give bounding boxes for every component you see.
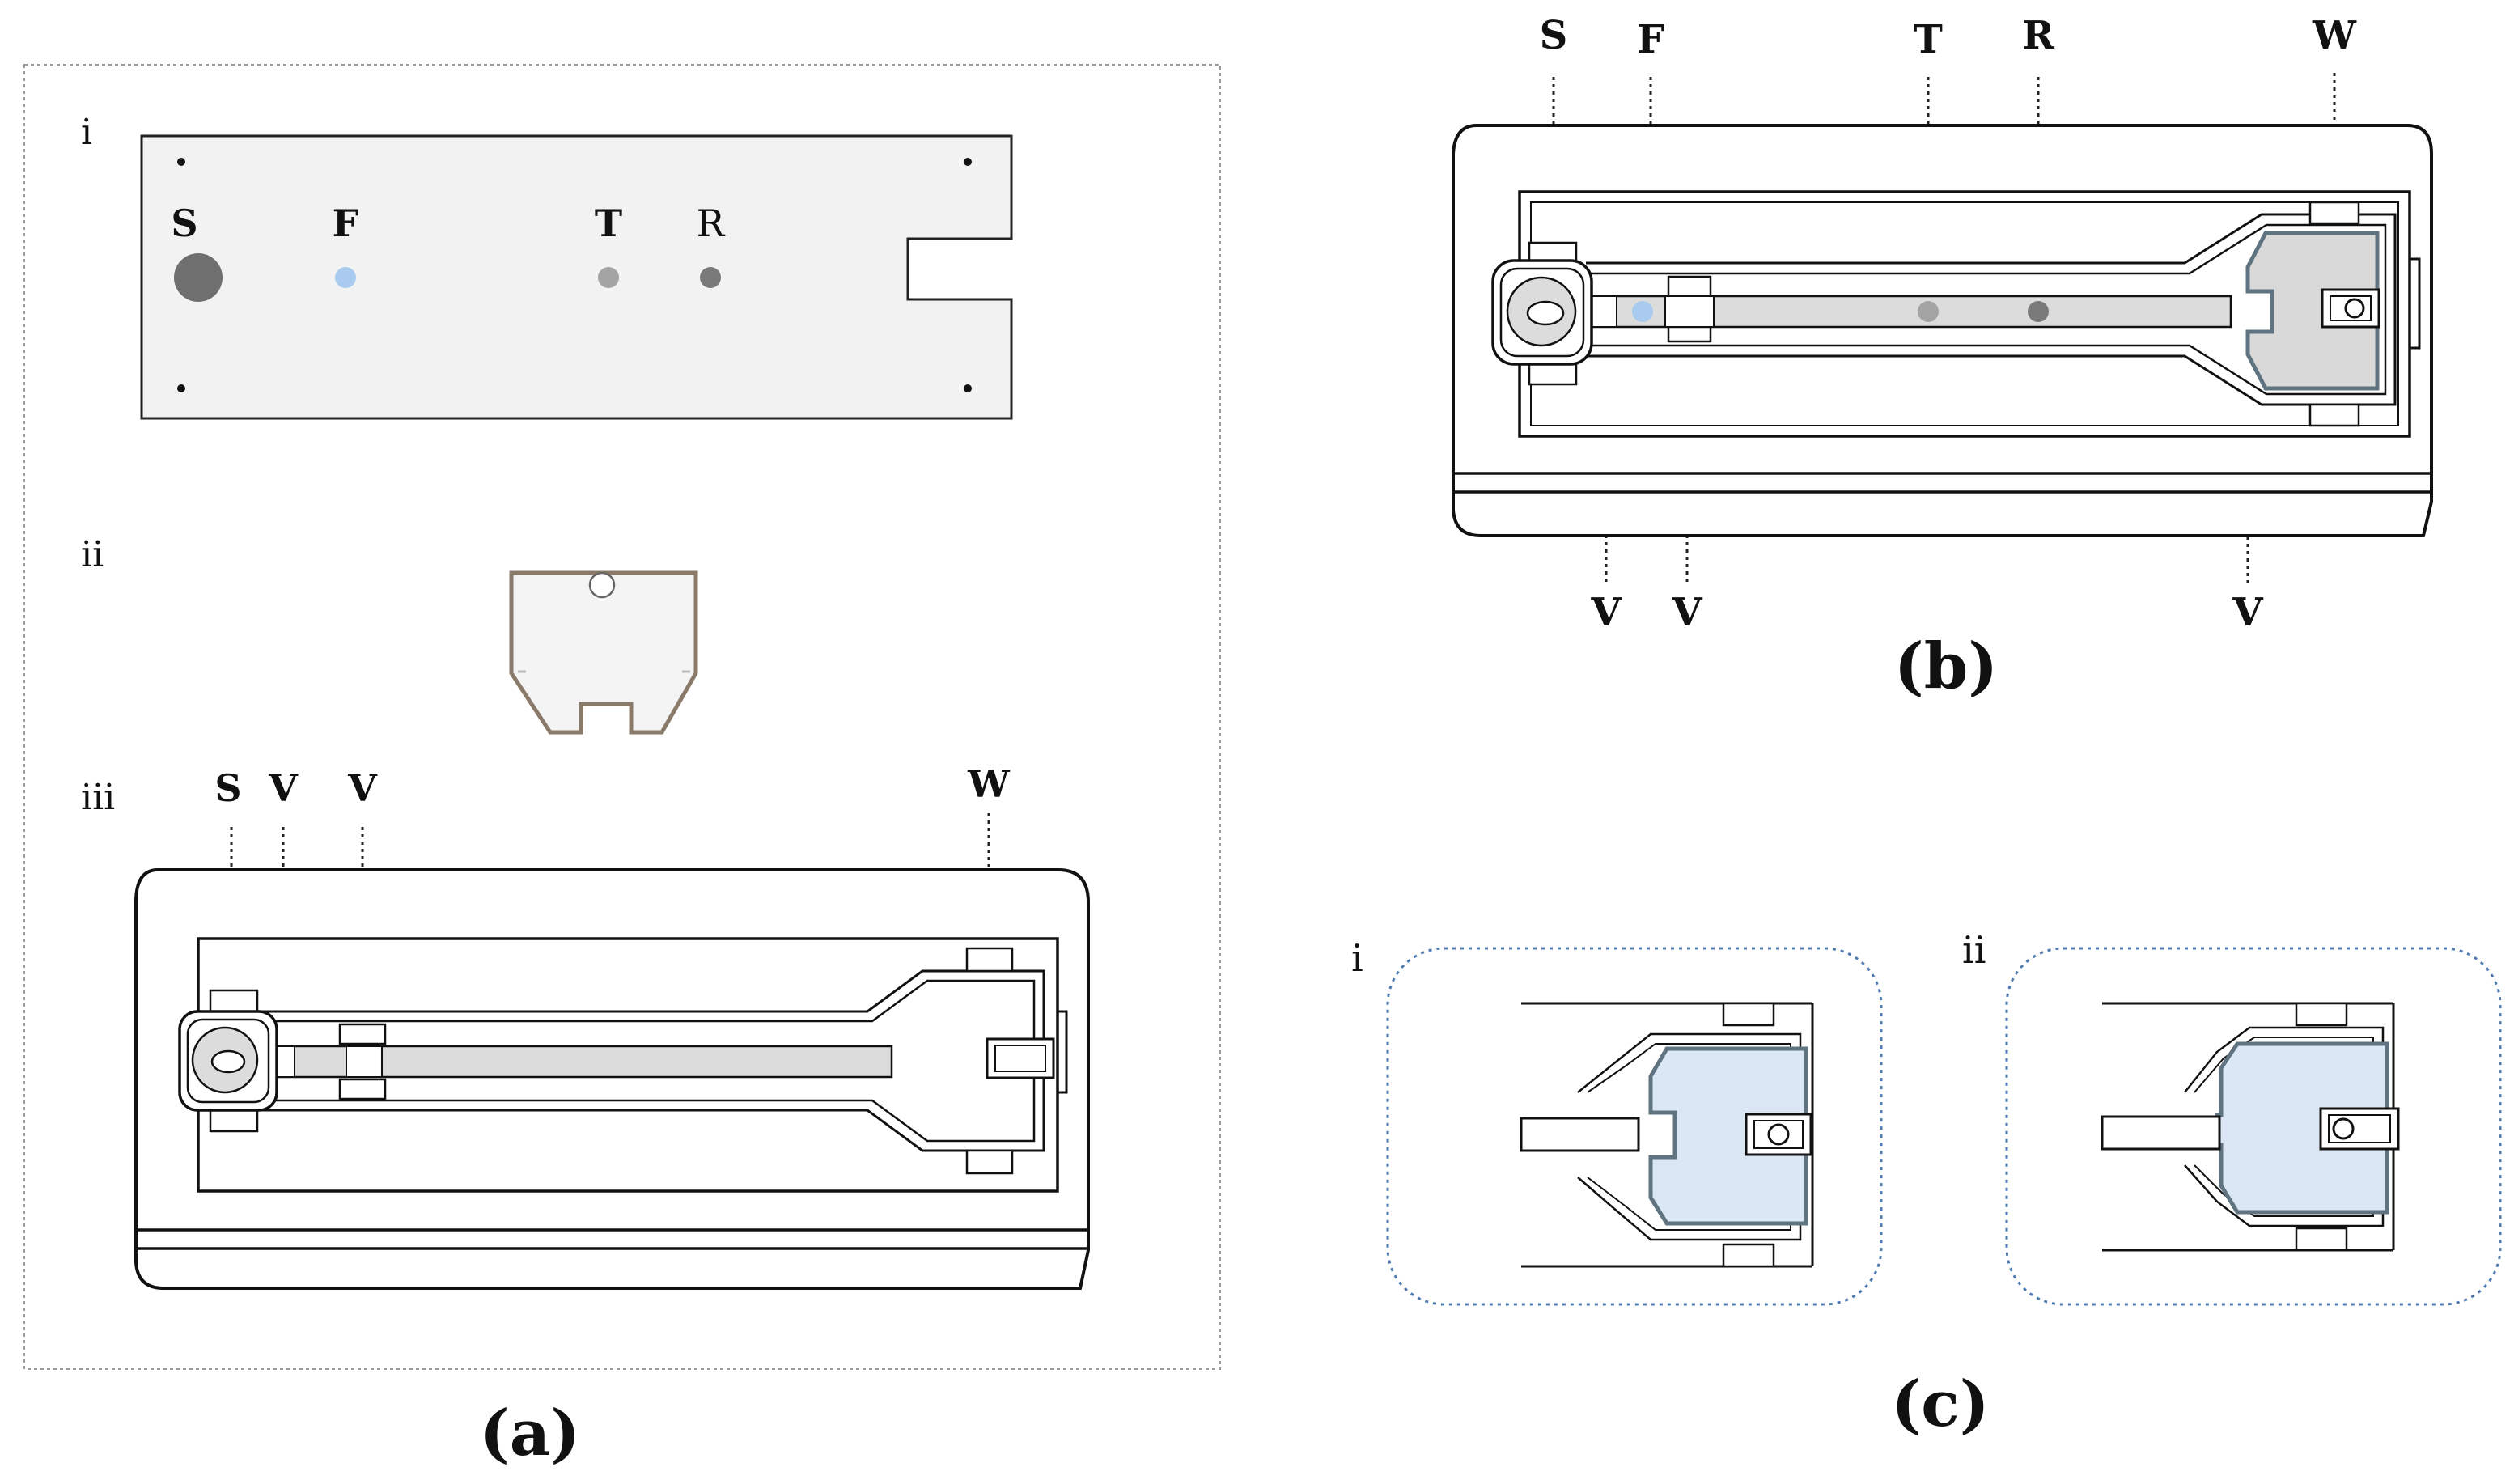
- absorbent-pad-b: [2245, 231, 2380, 391]
- test-line-spot: [1918, 301, 1939, 322]
- window-marker: [2332, 1117, 2355, 1140]
- absorbent-pad-c-i: [1648, 1046, 1808, 1226]
- window-marker: [1767, 1123, 1790, 1146]
- corner-hole: [177, 384, 185, 392]
- panel-a: i S F T R ii iii S V: [23, 64, 1221, 1470]
- nub-b: [2410, 257, 2421, 350]
- clip: [209, 1109, 259, 1133]
- backing-card: [140, 134, 1013, 420]
- label-a-i-S: S: [171, 201, 197, 245]
- cassette-housing: [134, 868, 1090, 1290]
- clip: [338, 1078, 387, 1100]
- clip: [2295, 1227, 2348, 1252]
- subpanel-a-iii: iii S V V W: [81, 762, 1090, 1290]
- clip: [338, 1023, 387, 1045]
- subpanel-c-i: [1386, 947, 1883, 1306]
- label-a-iii-W: W: [967, 762, 1011, 806]
- corner-hole: [964, 158, 972, 166]
- clip: [209, 989, 259, 1013]
- label-a-i-F: F: [333, 201, 359, 245]
- panel-c: i ii: [1351, 928, 2502, 1441]
- result-window-inner: [994, 1045, 1046, 1072]
- label-b-R: R: [2022, 13, 2055, 58]
- pad-hole: [588, 571, 616, 599]
- label-b-S: S: [1540, 13, 1568, 58]
- subpanel-a-i: i S F T R: [81, 112, 1013, 420]
- clip: [1722, 1243, 1775, 1268]
- absorbent-pad: [509, 570, 698, 735]
- test-line-spot: [598, 267, 619, 288]
- clip: [2308, 403, 2360, 427]
- cassette-housing-b: [1452, 124, 2433, 537]
- label-a-i-T: T: [595, 201, 622, 245]
- clip: [965, 1149, 1014, 1175]
- channel-inner-b: [1586, 223, 2387, 396]
- reference-spot: [2028, 301, 2049, 322]
- label-a-iii-V2: V: [347, 766, 378, 810]
- label-a-iii-V1: V: [268, 766, 299, 810]
- label-b-V1: V: [1590, 590, 1622, 635]
- clip: [1722, 1002, 1775, 1027]
- label-b-W: W: [2312, 13, 2357, 58]
- corner-hole: [964, 384, 972, 392]
- panel-a-dotted-frame: [23, 64, 1221, 1370]
- test-strip-end: [2101, 1115, 2221, 1151]
- label-a-i-R: R: [697, 201, 726, 245]
- sample-well-inner: [186, 1018, 270, 1104]
- clip: [1528, 363, 1578, 386]
- caption-c: (c): [1891, 1367, 1989, 1441]
- bead-pad: [1664, 295, 1715, 328]
- label-a-iii-S: S: [214, 766, 241, 810]
- sample-spot: [174, 253, 223, 302]
- test-strip-end: [1520, 1117, 1640, 1152]
- fluorescent-spot: [335, 267, 356, 288]
- clip: [2308, 201, 2360, 225]
- caption-b: (b): [1894, 630, 1998, 703]
- absorbent-pad-c-ii: [2215, 1041, 2389, 1215]
- window-marker: [2344, 298, 2365, 319]
- roman-c-i: i: [1351, 936, 1363, 980]
- nub: [1058, 1010, 1068, 1094]
- subpanel-c-ii: [2005, 947, 2502, 1306]
- roman-a-ii: ii: [81, 534, 104, 575]
- caption-a: (a): [480, 1397, 580, 1470]
- clip: [2295, 1002, 2348, 1027]
- clip: [1667, 275, 1712, 298]
- label-b-F: F: [1637, 17, 1664, 62]
- roman-a-iii: iii: [81, 777, 115, 818]
- subpanel-a-ii: ii: [81, 534, 698, 735]
- panel-b: S F T R W: [1452, 13, 2433, 703]
- channel-outer-b: [1586, 213, 2397, 406]
- roman-a-i: i: [81, 112, 92, 153]
- bead-pad: [346, 1045, 383, 1078]
- fluorescent-spot: [1632, 301, 1653, 322]
- corner-hole: [177, 158, 185, 166]
- clip: [965, 947, 1014, 973]
- sample-port-hole: [210, 1049, 246, 1074]
- label-b-T: T: [1914, 17, 1943, 62]
- reference-spot: [700, 267, 721, 288]
- label-b-V2: V: [1671, 590, 1702, 635]
- sample-port-hole: [1526, 300, 1565, 326]
- label-b-V3: V: [2232, 590, 2263, 635]
- sample-well-inner-b: [1499, 267, 1585, 358]
- roman-c-ii: ii: [1962, 928, 1986, 972]
